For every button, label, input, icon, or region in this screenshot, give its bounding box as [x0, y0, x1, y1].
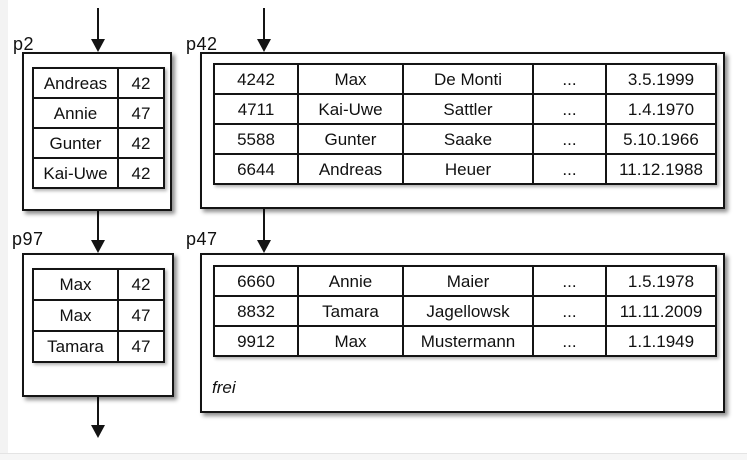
index-table-p2: Andreas 42 Annie 47 Gunter 42 Kai-Uwe 42 — [32, 67, 165, 189]
table-row: Kai-Uwe 42 — [32, 157, 165, 189]
index-key-cell: Max — [32, 299, 119, 332]
table-row: Annie 47 — [32, 97, 165, 129]
index-table-p97: Max 42 Max 47 Tamara 47 — [32, 268, 165, 363]
date-cell: 1.4.1970 — [605, 93, 717, 125]
arrow-shaft — [263, 209, 265, 240]
arrow-head — [91, 39, 105, 52]
date-cell: 3.5.1999 — [605, 63, 717, 95]
date-cell: 1.1.1949 — [605, 325, 717, 357]
ellipsis-cell: ... — [532, 325, 607, 357]
page-bottom-margin — [0, 453, 747, 460]
arrow-head — [91, 240, 105, 253]
table-row: 4711 Kai-Uwe Sattler ... 1.4.1970 — [213, 93, 717, 125]
table-row: 6644 Andreas Heuer ... 11.12.1988 — [213, 153, 717, 185]
arrow-head — [257, 39, 271, 52]
page-label-p2: p2 — [13, 34, 35, 54]
lastname-cell: Maier — [402, 265, 534, 297]
id-cell: 9912 — [213, 325, 299, 357]
arrow-p2-to-p97-icon — [91, 211, 105, 253]
date-cell: 1.5.1978 — [605, 265, 717, 297]
firstname-cell: Kai-Uwe — [297, 93, 404, 125]
table-row: Max 42 — [32, 268, 165, 301]
index-pointer-cell: 42 — [117, 67, 165, 99]
id-cell: 6644 — [213, 153, 299, 185]
arrow-shaft — [97, 211, 99, 240]
firstname-cell: Max — [297, 325, 404, 357]
lastname-cell: Mustermann — [402, 325, 534, 357]
arrow-shaft — [263, 8, 265, 39]
table-row: 5588 Gunter Saake ... 5.10.1966 — [213, 123, 717, 155]
page-label-p97: p97 — [12, 229, 44, 249]
table-row: Andreas 42 — [32, 67, 165, 99]
arrow-p42-to-p47-icon — [257, 209, 271, 253]
table-row: Max 47 — [32, 299, 165, 332]
arrow-shaft — [97, 8, 99, 39]
lastname-cell: De Monti — [402, 63, 534, 95]
ellipsis-cell: ... — [532, 153, 607, 185]
table-row: Tamara 47 — [32, 330, 165, 363]
firstname-cell: Max — [297, 63, 404, 95]
ellipsis-cell: ... — [532, 93, 607, 125]
firstname-cell: Tamara — [297, 295, 404, 327]
arrow-down-into-p42-icon — [257, 8, 271, 52]
arrow-down-into-p2-icon — [91, 8, 105, 52]
index-key-cell: Andreas — [32, 67, 119, 99]
lastname-cell: Saake — [402, 123, 534, 155]
page-box-p2: Andreas 42 Annie 47 Gunter 42 Kai-Uwe 42 — [22, 52, 172, 211]
page-left-margin — [0, 0, 8, 453]
id-cell: 5588 — [213, 123, 299, 155]
lastname-cell: Jagellowsk — [402, 295, 534, 327]
index-pointer-cell: 47 — [117, 299, 165, 332]
page-box-p97: Max 42 Max 47 Tamara 47 — [22, 253, 174, 397]
firstname-cell: Andreas — [297, 153, 404, 185]
index-key-cell: Kai-Uwe — [32, 157, 119, 189]
data-table-p47: 6660 Annie Maier ... 1.5.1978 8832 Tamar… — [213, 265, 717, 357]
page-box-p42: 4242 Max De Monti ... 3.5.1999 4711 Kai-… — [200, 52, 725, 209]
id-cell: 6660 — [213, 265, 299, 297]
index-key-cell: Annie — [32, 97, 119, 129]
date-cell: 11.11.2009 — [605, 295, 717, 327]
lastname-cell: Heuer — [402, 153, 534, 185]
date-cell: 11.12.1988 — [605, 153, 717, 185]
page-box-p47: 6660 Annie Maier ... 1.5.1978 8832 Tamar… — [200, 253, 725, 413]
index-pointer-cell: 42 — [117, 268, 165, 301]
id-cell: 4242 — [213, 63, 299, 95]
arrow-out-of-p97-icon — [91, 397, 105, 438]
id-cell: 4711 — [213, 93, 299, 125]
index-pointer-cell: 47 — [117, 97, 165, 129]
ellipsis-cell: ... — [532, 295, 607, 327]
data-table-p42: 4242 Max De Monti ... 3.5.1999 4711 Kai-… — [213, 63, 717, 185]
arrow-head — [257, 240, 271, 253]
table-row: 9912 Max Mustermann ... 1.1.1949 — [213, 325, 717, 357]
table-row: 6660 Annie Maier ... 1.5.1978 — [213, 265, 717, 297]
page-label-p47: p47 — [186, 229, 218, 249]
ellipsis-cell: ... — [532, 63, 607, 95]
index-key-cell: Tamara — [32, 330, 119, 363]
page-label-p42: p42 — [186, 34, 218, 54]
arrow-head — [91, 425, 105, 438]
lastname-cell: Sattler — [402, 93, 534, 125]
arrow-shaft — [97, 397, 99, 425]
firstname-cell: Annie — [297, 265, 404, 297]
index-pointer-cell: 42 — [117, 157, 165, 189]
index-pointer-cell: 47 — [117, 330, 165, 363]
table-row: 4242 Max De Monti ... 3.5.1999 — [213, 63, 717, 95]
index-key-cell: Gunter — [32, 127, 119, 159]
ellipsis-cell: ... — [532, 265, 607, 297]
id-cell: 8832 — [213, 295, 299, 327]
table-row: 8832 Tamara Jagellowsk ... 11.11.2009 — [213, 295, 717, 327]
index-pointer-cell: 42 — [117, 127, 165, 159]
date-cell: 5.10.1966 — [605, 123, 717, 155]
index-key-cell: Max — [32, 268, 119, 301]
table-row: Gunter 42 — [32, 127, 165, 159]
ellipsis-cell: ... — [532, 123, 607, 155]
firstname-cell: Gunter — [297, 123, 404, 155]
free-space-label: frei — [212, 378, 236, 397]
